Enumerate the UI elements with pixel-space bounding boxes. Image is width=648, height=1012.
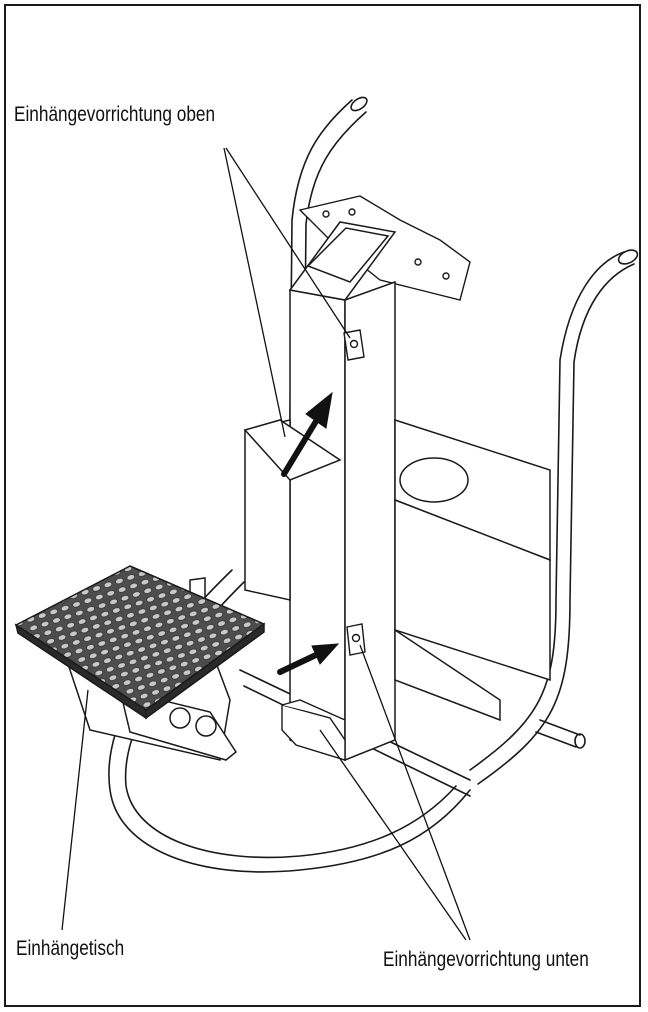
leader-lines [61, 147, 471, 941]
lower-base-block [281, 699, 346, 761]
center-column [288, 221, 397, 762]
label-hook-table: Einhängetisch [16, 937, 125, 960]
label-upper-hook: Einhängevorrichtung oben [14, 103, 216, 126]
box-body [243, 418, 551, 722]
arrow-up-right-icon [281, 391, 333, 477]
arrow-right-icon [277, 643, 340, 675]
label-lower-hook: Einhängevorrichtung unten [383, 948, 589, 971]
hook-table [14, 565, 266, 761]
